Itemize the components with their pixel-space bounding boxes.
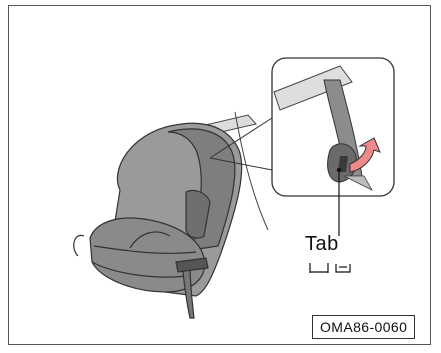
tab-callout-label: Tab bbox=[305, 233, 339, 256]
belt-tab-mark-icon bbox=[308, 260, 356, 276]
detail-inset bbox=[272, 58, 394, 196]
child-seat bbox=[74, 123, 242, 318]
figure-code: OMA86-0060 bbox=[312, 315, 415, 339]
